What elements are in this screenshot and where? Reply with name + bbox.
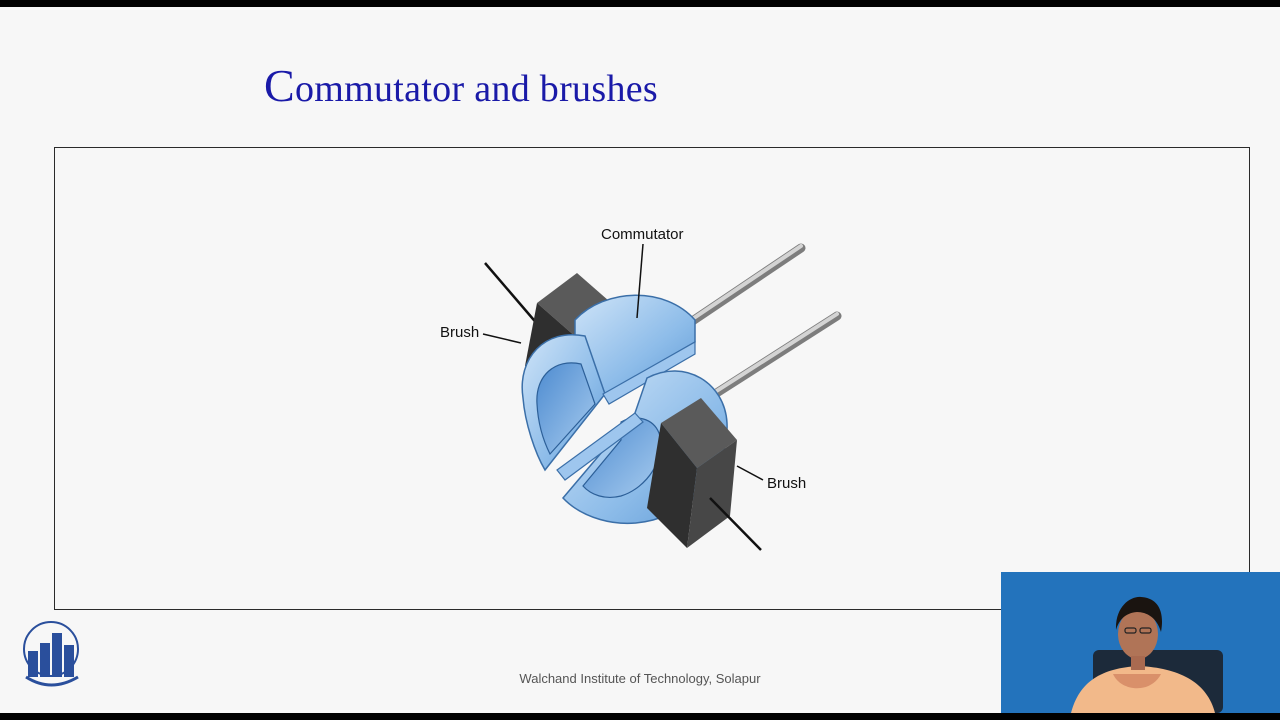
- slide: Commutator and brushes: [0, 7, 1280, 713]
- left-brush-leader-line: [482, 333, 522, 344]
- presenter-figure: [1001, 572, 1280, 713]
- title-first-letter: C: [264, 60, 295, 111]
- left-brush-label: Brush: [440, 324, 479, 341]
- commutator-leader-line: [636, 243, 644, 319]
- shaft-lower: [710, 311, 842, 399]
- diagram-frame: Commutator Brush Brush: [54, 147, 1250, 610]
- presenter-video: [1001, 572, 1280, 713]
- shaft-upper: [680, 243, 806, 331]
- commutator-diagram: Commutator Brush Brush: [440, 226, 842, 551]
- bottom-letterbox: [0, 713, 1280, 720]
- right-brush: [647, 398, 737, 548]
- slide-footer: Walchand Institute of Technology, Solapu…: [519, 671, 761, 686]
- institute-logo: [23, 621, 79, 687]
- title-rest: ommutator and brushes: [294, 68, 658, 110]
- right-brush-leader-line: [736, 465, 764, 481]
- commutator-label: Commutator: [601, 226, 684, 243]
- right-brush-wire: [709, 497, 762, 551]
- commutator-upper-half: [521, 294, 696, 472]
- slide-title: Commutator and brushes: [264, 59, 658, 112]
- top-letterbox: [0, 0, 1280, 7]
- right-brush-label: Brush: [767, 475, 806, 492]
